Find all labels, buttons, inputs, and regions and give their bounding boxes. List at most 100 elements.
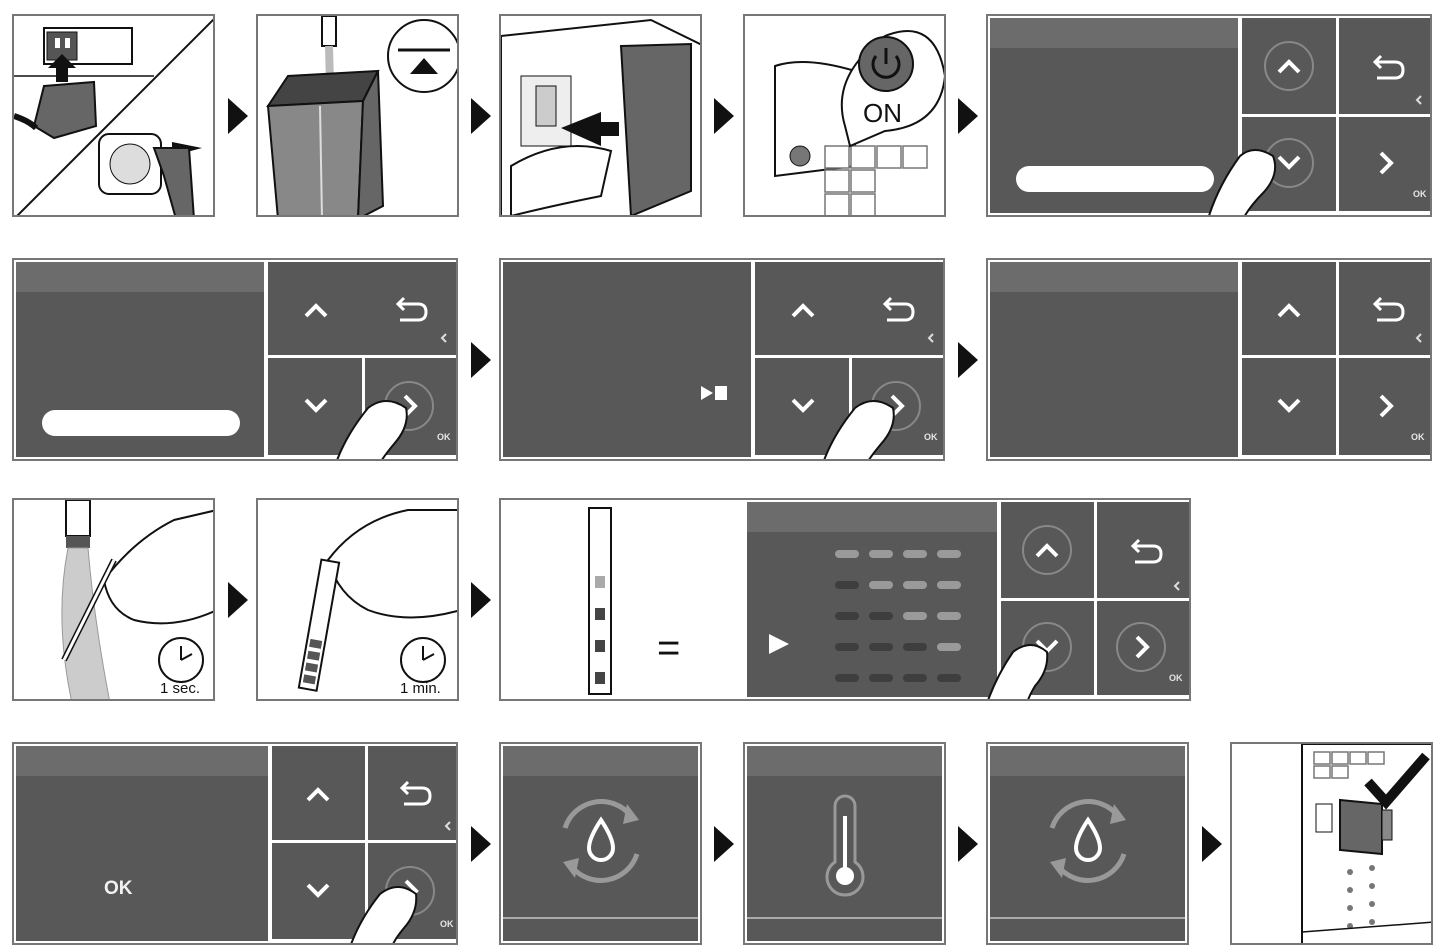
- checkmark-icon: [1364, 752, 1430, 810]
- display-ok-text: OK: [104, 878, 133, 899]
- ok-key-label: OK: [1411, 432, 1425, 442]
- display-header: [990, 18, 1238, 48]
- step-rinsing: [499, 742, 702, 945]
- step-arrow: [471, 826, 491, 862]
- step-arrow: [228, 582, 248, 618]
- display-header: [990, 262, 1238, 292]
- up-button[interactable]: [1001, 502, 1094, 598]
- step-fill-water-tank: [256, 14, 459, 217]
- up-button[interactable]: [1242, 18, 1336, 114]
- down-button[interactable]: [1242, 358, 1336, 455]
- display-header: [503, 746, 698, 776]
- chevron-down-icon: [791, 398, 815, 413]
- chevron-right-icon: [1379, 394, 1394, 418]
- step-arrow: [228, 98, 248, 134]
- ok-button[interactable]: OK: [1339, 117, 1430, 211]
- step-complete: [1230, 742, 1433, 945]
- finger-hand: [336, 400, 408, 459]
- down-button[interactable]: [272, 843, 365, 939]
- hardness-segment: [869, 674, 893, 682]
- step-insert-water-tank: [499, 14, 702, 217]
- power-on-label: ON: [863, 98, 902, 128]
- play-stop-icon: [701, 386, 727, 400]
- step-display-press-down: OK: [986, 14, 1432, 217]
- hardness-segment: [835, 581, 859, 589]
- hardness-segment: [937, 612, 961, 620]
- up-button[interactable]: [268, 262, 456, 355]
- machine-display: [990, 18, 1238, 213]
- step-arrow: [958, 342, 978, 378]
- machine-display: [747, 746, 942, 941]
- step-rinse-test-strip: 1 sec.: [12, 498, 215, 701]
- step-confirm-ok: OK OK: [12, 742, 458, 945]
- back-arrow-icon: [1130, 538, 1180, 591]
- ok-button[interactable]: OK: [1339, 358, 1430, 455]
- back-button[interactable]: [368, 746, 456, 840]
- machine-display: [16, 262, 264, 457]
- ok-button[interactable]: OK: [1097, 601, 1189, 695]
- display-selection-bar: [1016, 166, 1214, 192]
- test-strip: [588, 507, 612, 695]
- display-header: [16, 746, 268, 776]
- back-button[interactable]: [1097, 502, 1189, 598]
- machine-display: [990, 262, 1238, 457]
- hardness-segment: [937, 643, 961, 651]
- water-drop-icon: [1049, 799, 1127, 883]
- chevron-down-icon: [1277, 398, 1301, 413]
- ok-key-label: OK: [924, 432, 938, 442]
- ok-key-label: OK: [1169, 673, 1183, 683]
- machine-display: [503, 746, 698, 941]
- hardness-segment: [869, 612, 893, 620]
- hardness-segment: [869, 550, 893, 558]
- step-plug-in-cord: [12, 14, 215, 217]
- rinse-progress: [503, 917, 698, 919]
- step-rinsing-again: [986, 742, 1189, 945]
- step-heating: [743, 742, 946, 945]
- timer-label: 1 sec.: [160, 680, 201, 697]
- play-icon: [769, 634, 789, 654]
- hardness-level-grid: [835, 550, 961, 682]
- display-selection-bar: [42, 410, 240, 436]
- chevron-up-icon: [791, 303, 815, 318]
- chevron-up-icon: [1022, 525, 1072, 575]
- timer-label: 1 min.: [400, 680, 441, 697]
- hardness-segment: [903, 643, 927, 651]
- water-drop-icon: [562, 799, 640, 883]
- hardness-segment: [937, 550, 961, 558]
- hardness-segment: [835, 612, 859, 620]
- finger-hand: [1208, 149, 1277, 215]
- step-display-press-ok: OK: [12, 258, 458, 461]
- hardness-segment: [869, 581, 893, 589]
- finger-hand: [350, 886, 418, 943]
- step-arrow: [958, 98, 978, 134]
- up-button[interactable]: [1242, 262, 1336, 355]
- step-set-water-hardness: = OK: [499, 498, 1191, 701]
- step-display-start: OK: [499, 258, 945, 461]
- step-press-power-on: ON: [743, 14, 946, 217]
- ok-key-label: OK: [1413, 189, 1427, 199]
- chevron-right-icon: [1379, 151, 1394, 175]
- up-button[interactable]: [755, 262, 943, 355]
- step-wait-test-strip: 1 min.: [256, 498, 459, 701]
- finger-hand: [823, 400, 895, 459]
- up-button[interactable]: [272, 746, 365, 840]
- ok-key-label: OK: [437, 432, 451, 442]
- machine-display: [990, 746, 1185, 941]
- chevron-up-icon: [304, 303, 328, 318]
- thermometer-icon: [825, 794, 865, 897]
- equals-sign: =: [657, 626, 681, 670]
- chevron-up-icon: [306, 787, 330, 802]
- step-arrow: [714, 826, 734, 862]
- hardness-segment: [903, 550, 927, 558]
- back-arrow-icon: [1372, 54, 1422, 105]
- back-button[interactable]: [1339, 18, 1430, 114]
- hardness-segment: [869, 643, 893, 651]
- hardness-segment: [903, 674, 927, 682]
- step-arrow: [1202, 826, 1222, 862]
- back-button[interactable]: [1339, 262, 1430, 355]
- chevron-up-icon: [1277, 303, 1301, 318]
- machine-display: OK: [16, 746, 268, 941]
- ok-key-label: OK: [440, 919, 454, 929]
- display-header: [990, 746, 1185, 776]
- hardness-segment: [903, 612, 927, 620]
